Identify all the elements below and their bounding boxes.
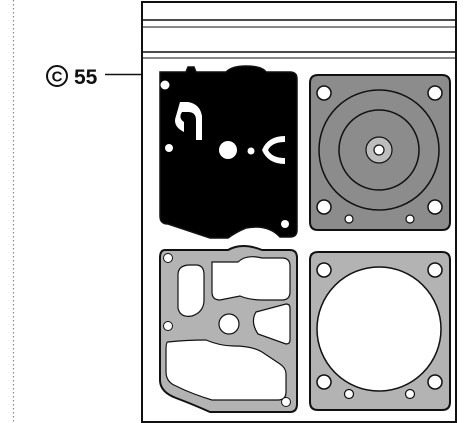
callout-circle xyxy=(46,65,68,87)
corner-hole xyxy=(316,85,332,101)
gasket-hole xyxy=(163,253,173,263)
gasket-center-hole xyxy=(219,141,237,159)
gasket-cutout xyxy=(177,264,205,317)
gasket-hole xyxy=(247,147,255,155)
gasket-cutout xyxy=(165,339,287,401)
gasket-hole xyxy=(160,80,170,90)
diaphragm-ring xyxy=(338,109,420,191)
callout-number: 55 xyxy=(74,66,98,89)
gasket-cutout xyxy=(211,256,291,301)
corner-hole xyxy=(427,262,443,278)
corner-hole xyxy=(427,85,443,101)
gasket-hook-slot xyxy=(175,102,202,140)
pump-opening xyxy=(316,266,442,392)
pump-gasket xyxy=(159,245,298,413)
corner-hole xyxy=(316,262,332,278)
diaphragm-rivet xyxy=(373,144,385,156)
corner-hole xyxy=(316,199,332,215)
callout-label: C 55 xyxy=(46,65,143,89)
gasket-center-hole xyxy=(218,313,240,335)
corner-hole xyxy=(343,388,355,400)
gasket-hole xyxy=(165,144,173,152)
corner-hole xyxy=(427,199,443,215)
corner-hole xyxy=(405,214,415,224)
gasket-hole xyxy=(281,220,289,228)
corner-hole xyxy=(404,388,416,400)
metering-diaphragm xyxy=(309,74,451,231)
corner-hole xyxy=(316,374,332,390)
gasket-cutout xyxy=(252,303,291,345)
gasket-c-slot xyxy=(262,136,285,164)
callout-letter: C xyxy=(52,69,63,86)
black-metering-gasket xyxy=(159,65,298,239)
diaphragm-ring xyxy=(318,89,440,211)
gasket-hole xyxy=(281,397,291,407)
corner-hole xyxy=(427,374,443,390)
gasket-hole xyxy=(163,321,173,331)
pump-diaphragm xyxy=(309,251,451,411)
corner-hole xyxy=(344,214,354,224)
